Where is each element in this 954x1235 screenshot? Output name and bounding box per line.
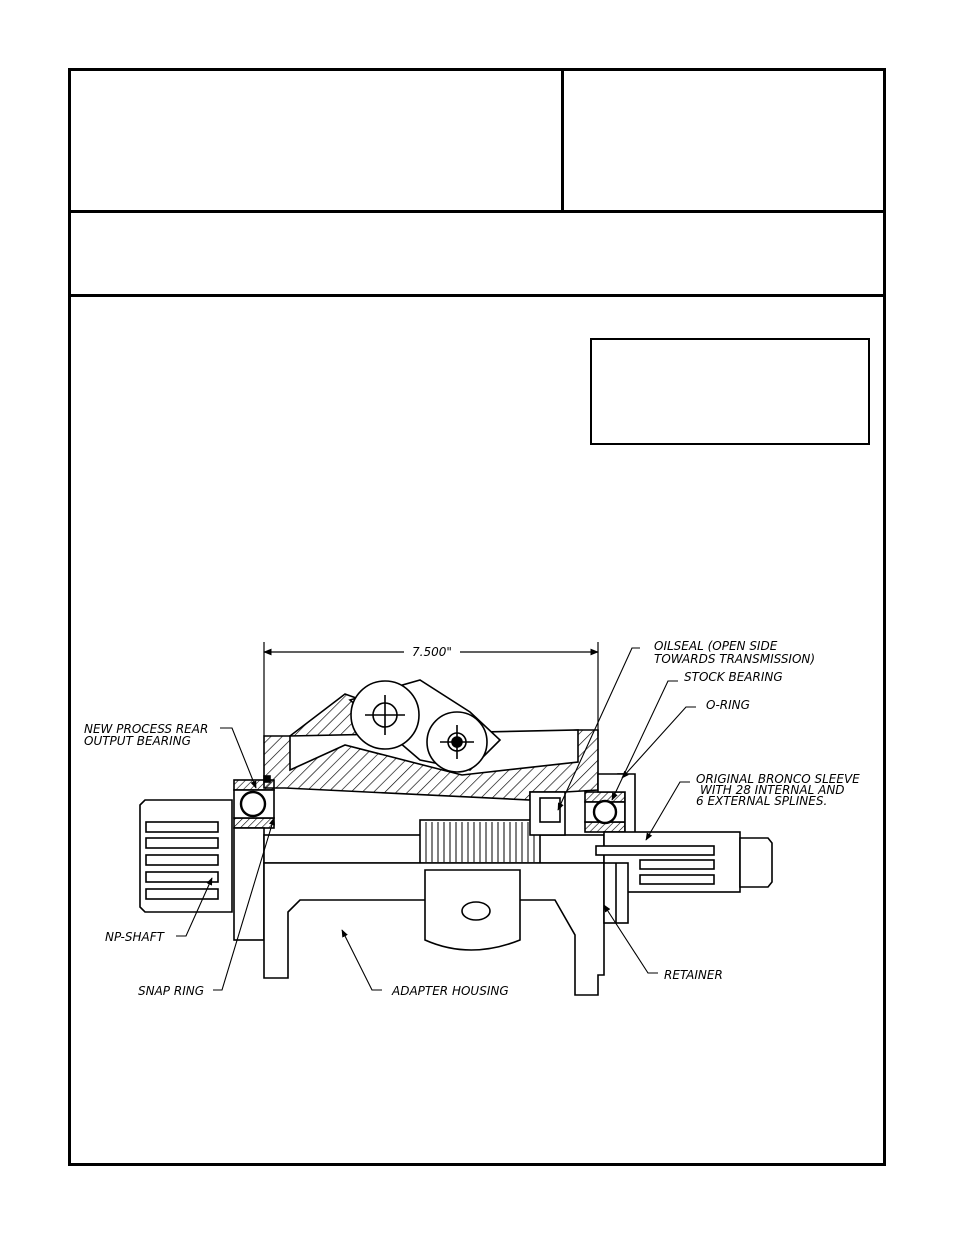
label-sleeve-2: WITH 28 INTERNAL AND bbox=[700, 783, 845, 797]
label-oilseal-1: OILSEAL (OPEN SIDE bbox=[654, 639, 778, 653]
label-sleeve-1: ORIGINAL BRONCO SLEEVE bbox=[696, 772, 860, 786]
dimension-label: 7.500" bbox=[412, 645, 452, 659]
header-divider bbox=[68, 210, 886, 213]
leaders bbox=[176, 647, 696, 991]
label-new-process-rear-1: NEW PROCESS REAR bbox=[84, 722, 208, 736]
label-sleeve-3: 6 EXTERNAL SPLINES. bbox=[696, 794, 827, 808]
stock-bearing bbox=[529, 773, 636, 836]
page-frame bbox=[68, 68, 886, 1166]
label-o-ring: O-RING bbox=[706, 698, 750, 712]
note-box bbox=[590, 338, 870, 445]
label-snap-ring: SNAP RING bbox=[138, 984, 204, 998]
label-stock-bearing: STOCK BEARING bbox=[684, 670, 783, 684]
main-shaft bbox=[263, 819, 605, 864]
shift-bosses bbox=[348, 679, 502, 773]
subtitle-divider bbox=[68, 294, 886, 297]
label-oilseal-2: TOWARDS TRANSMISSION) bbox=[654, 652, 815, 666]
bronco-sleeve bbox=[595, 831, 773, 893]
label-retainer: RETAINER bbox=[664, 968, 723, 982]
dimension-7500 bbox=[263, 642, 599, 736]
label-new-process-rear-2: OUTPUT BEARING bbox=[84, 734, 191, 748]
label-adapter-housing: ADAPTER HOUSING bbox=[391, 984, 509, 998]
adapter-housing-lower bbox=[263, 862, 629, 996]
label-np-shaft: NP-SHAFT bbox=[105, 930, 166, 944]
title-block-divider bbox=[561, 68, 564, 211]
